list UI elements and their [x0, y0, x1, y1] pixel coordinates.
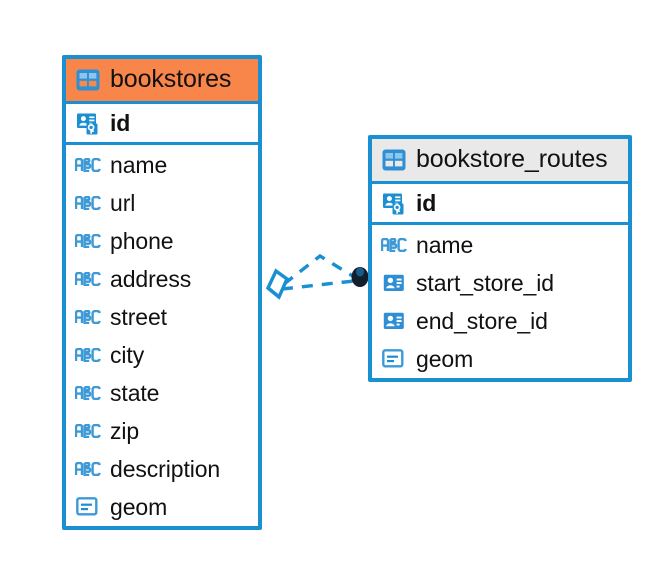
relationship-line-lower	[281, 279, 355, 291]
entity-header-bookstore-routes[interactable]: bookstore_routes	[372, 139, 628, 184]
table-icon	[381, 147, 407, 173]
text-abc-icon	[75, 418, 101, 444]
field-label: zip	[110, 417, 140, 444]
foreign-key-icon	[381, 270, 407, 296]
field-label: geom	[110, 493, 168, 520]
field-row-name[interactable]: name	[66, 146, 258, 184]
field-label: start_store_id	[416, 269, 554, 296]
entity-bookstores[interactable]: bookstores	[62, 55, 262, 530]
field-row-street[interactable]: street	[66, 298, 258, 336]
field-label: city	[110, 341, 145, 368]
field-label: name	[416, 231, 474, 258]
field-label: id	[110, 109, 131, 136]
field-label: url	[110, 189, 136, 216]
entity-title: bookstores	[110, 65, 232, 93]
geometry-icon	[75, 494, 101, 520]
field-label: description	[110, 455, 221, 482]
field-row-address[interactable]: address	[66, 260, 258, 298]
text-abc-icon	[75, 304, 101, 330]
field-label: phone	[110, 227, 174, 254]
field-label: end_store_id	[416, 307, 548, 334]
geometry-icon	[381, 346, 407, 372]
text-abc-icon	[75, 152, 101, 178]
entity-title: bookstore_routes	[416, 145, 608, 173]
field-row-geom[interactable]: geom	[66, 488, 258, 526]
primary-key-icon	[381, 190, 407, 216]
text-abc-icon	[381, 232, 407, 258]
field-row-city[interactable]: city	[66, 336, 258, 374]
field-row-state[interactable]: state	[66, 374, 258, 412]
fields-section: name start_store_id	[372, 225, 628, 378]
field-row-name[interactable]: name	[372, 226, 628, 264]
field-row-id[interactable]: id	[66, 104, 258, 142]
table-icon	[75, 67, 101, 93]
primary-key-section: id	[372, 184, 628, 225]
field-row-description[interactable]: description	[66, 450, 258, 488]
text-abc-icon	[75, 190, 101, 216]
text-abc-icon	[75, 266, 101, 292]
foreign-key-icon	[381, 308, 407, 334]
crows-foot-diamond-icon	[265, 268, 290, 300]
field-label: id	[416, 189, 437, 216]
field-label: state	[110, 379, 160, 406]
relationship-endpoint-dot	[351, 267, 369, 287]
text-abc-icon	[75, 456, 101, 482]
primary-key-icon	[75, 110, 101, 136]
field-row-geom[interactable]: geom	[372, 340, 628, 378]
entity-bookstore-routes[interactable]: bookstore_routes	[368, 135, 632, 382]
text-abc-icon	[75, 342, 101, 368]
field-label: street	[110, 303, 167, 330]
text-abc-icon	[75, 380, 101, 406]
field-row-phone[interactable]: phone	[66, 222, 258, 260]
entity-header-bookstores[interactable]: bookstores	[66, 59, 258, 104]
field-row-id[interactable]: id	[372, 184, 628, 222]
field-label: name	[110, 151, 168, 178]
fields-section: name url	[66, 145, 258, 526]
text-abc-icon	[75, 228, 101, 254]
primary-key-section: id	[66, 104, 258, 145]
field-row-start-store-id[interactable]: start_store_id	[372, 264, 628, 302]
field-label: geom	[416, 345, 474, 372]
field-row-zip[interactable]: zip	[66, 412, 258, 450]
relationship-line-upper	[282, 253, 357, 286]
field-label: address	[110, 265, 192, 292]
field-row-url[interactable]: url	[66, 184, 258, 222]
field-row-end-store-id[interactable]: end_store_id	[372, 302, 628, 340]
